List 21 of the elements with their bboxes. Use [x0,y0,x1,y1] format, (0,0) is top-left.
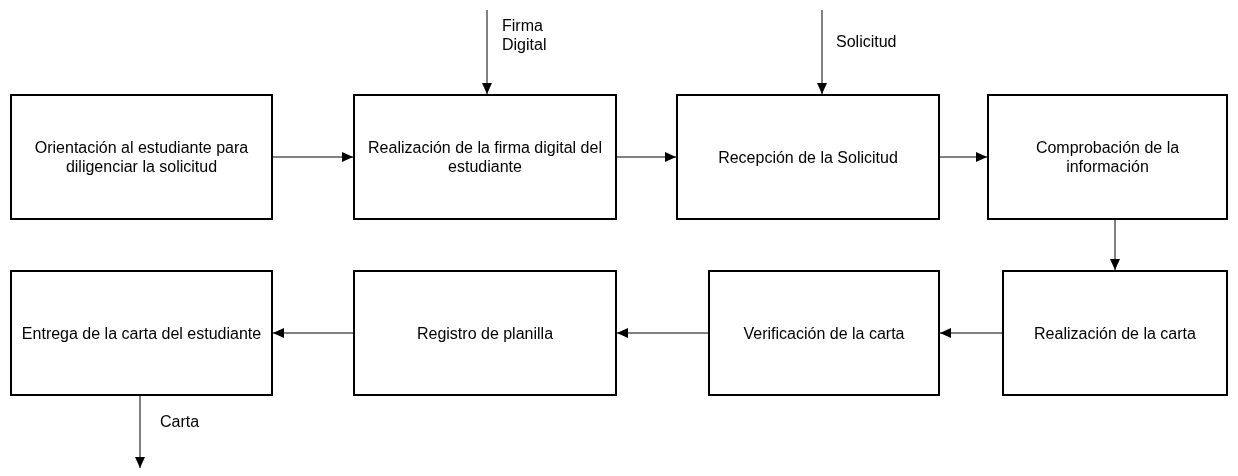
process-box: Realización de la carta [1002,270,1228,396]
arrow [482,9,492,95]
process-box: Registro de planilla [353,270,617,396]
process-box: Realización de la firma digital del estudiante [353,94,617,220]
arrow [1110,219,1120,271]
process-box: Verificación de la carta [708,270,940,396]
process-box: Recepción de la Solicitud [676,94,940,220]
arrow [135,395,145,469]
arrow [817,9,827,95]
edge-label: Carta [160,412,201,431]
arrow [272,328,354,338]
edge-label: Solicitud [836,32,898,51]
edge-label: Firma Digital [502,16,548,54]
process-box: Entrega de la carta del estudiante [10,270,273,396]
process-box: Orientación al estudiante para diligenciar la solicitud [10,94,273,220]
arrow [616,328,709,338]
arrow [272,152,354,162]
arrow [616,152,677,162]
arrow [939,152,988,162]
arrow [939,328,1003,338]
process-box: Comprobación de la información [987,94,1228,220]
